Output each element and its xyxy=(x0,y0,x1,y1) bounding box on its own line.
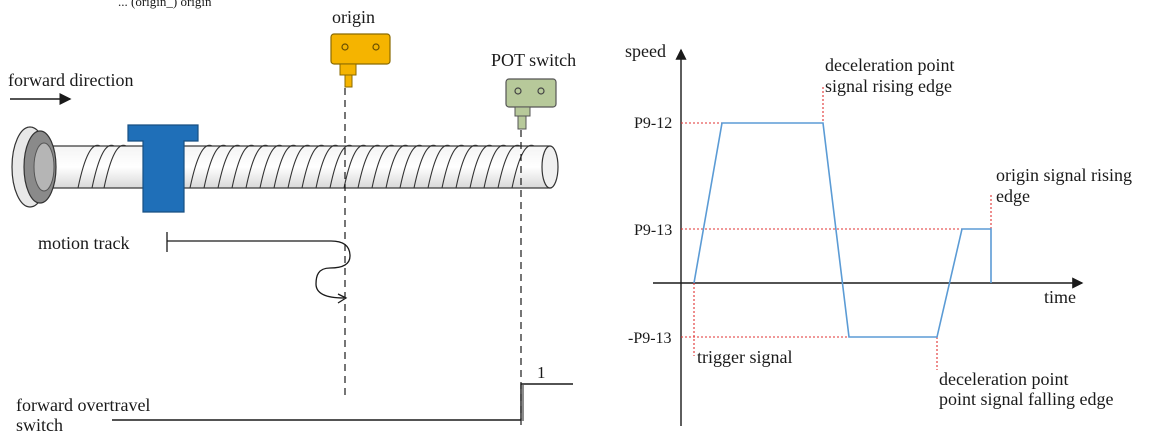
overtravel-level-label: 1 xyxy=(537,363,546,382)
overtravel-signal-waveform xyxy=(112,383,573,421)
motion-track-path xyxy=(166,232,351,304)
left-mechanical-diagram: ... (origin_) origin forward direction xyxy=(8,0,576,434)
forward-direction-label: forward direction xyxy=(8,70,133,90)
pot-switch-label: POT switch xyxy=(491,50,576,70)
ann-origin-rise-line2: edge xyxy=(996,186,1030,206)
guide-lines xyxy=(681,87,992,370)
overtravel-label-line2: switch xyxy=(16,415,63,434)
ball-screw xyxy=(11,126,559,208)
ann-decel-fall-line2: point signal falling edge xyxy=(939,389,1113,409)
y-axis-label: speed xyxy=(625,41,666,61)
ann-decel-rise-line2: signal rising edge xyxy=(825,76,952,96)
tick-label-p912: P9-12 xyxy=(634,115,672,132)
speed-time-chart: speed time P9-12 P9-13 -P9-13 decelerati… xyxy=(625,41,1132,426)
origin-label: origin xyxy=(332,7,375,27)
origin-switch-icon xyxy=(330,33,391,88)
pot-switch-icon xyxy=(505,78,557,130)
ann-trigger-signal: trigger signal xyxy=(697,347,792,367)
motion-track-label: motion track xyxy=(38,233,129,253)
speed-profile-line xyxy=(693,122,992,338)
tick-label-p913: P9-13 xyxy=(634,222,672,239)
slider-block xyxy=(127,124,199,213)
ann-decel-fall-line1: deceleration point xyxy=(939,369,1068,389)
ann-decel-rise-line1: deceleration point xyxy=(825,55,954,75)
overtravel-label-line1: forward overtravel xyxy=(16,395,150,415)
tick-label-neg-p913: -P9-13 xyxy=(628,330,672,347)
ann-origin-rise-line1: origin signal rising xyxy=(996,165,1132,185)
x-axis-label: time xyxy=(1044,287,1076,307)
header-partial-text: ... (origin_) origin xyxy=(118,0,212,9)
